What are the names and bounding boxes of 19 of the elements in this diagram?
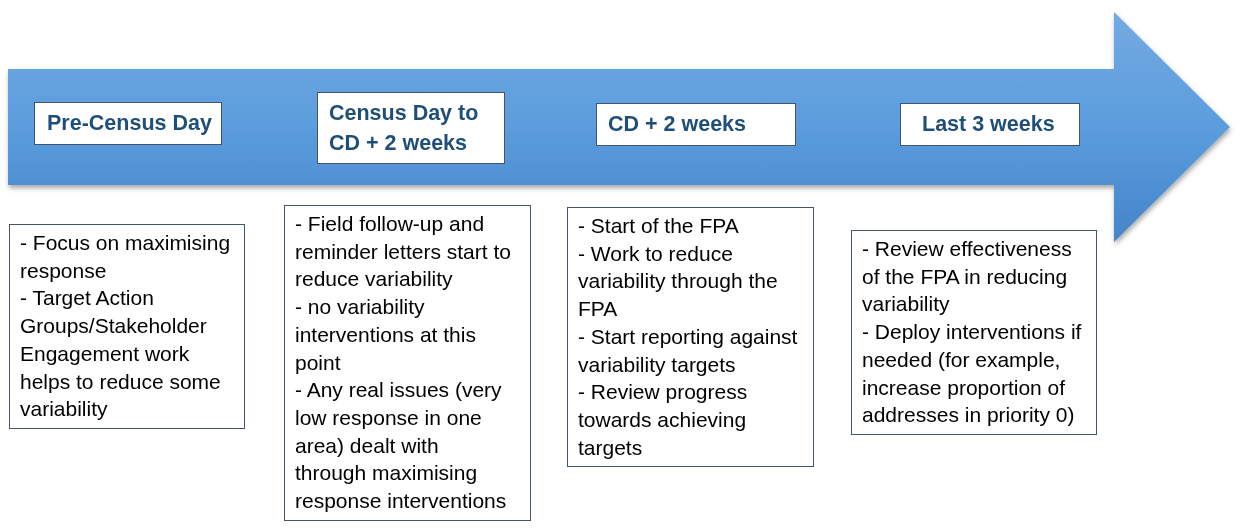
bullet-text: - no variability interventions at this point [295, 294, 477, 376]
notes-panel [284, 205, 531, 521]
notes-panel [567, 207, 814, 468]
bullet-text: - Start of the FPA [578, 213, 740, 239]
bullet-text: - Deploy interventions if needed (for example, increase proportion of addresses in priority 0) [862, 319, 1083, 429]
phase-heading: CD + 2 weeks [596, 103, 796, 146]
bullet-text: - Target Action Groups/Stakeholder Engagement work helps to reduce some variability [20, 285, 222, 423]
bullet-text: - Review progress towards achieving targets [578, 379, 749, 461]
phase-heading: Last 3 weeks [900, 103, 1080, 146]
bullet-text: - Start reporting against variability targets [578, 323, 799, 378]
bullet-text: - Field follow-up and reminder letters start to reduce variability [295, 211, 512, 293]
bullet-text: - Focus on maximising response [20, 230, 232, 284]
notes-panel [9, 224, 245, 429]
bullet-text: - Any real issues (very low response in one area) dealt with through maximising response interventions [295, 377, 508, 515]
phase-heading: Pre-Census Day [34, 102, 222, 145]
notes-panel [851, 230, 1097, 435]
phase-heading: Census Day to CD + 2 weeks [317, 92, 505, 164]
bullet-text: - Work to reduce variability through the FPA [578, 240, 779, 323]
bullet-text: - Review effectiveness of the FPA in reducing variability [862, 236, 1073, 318]
